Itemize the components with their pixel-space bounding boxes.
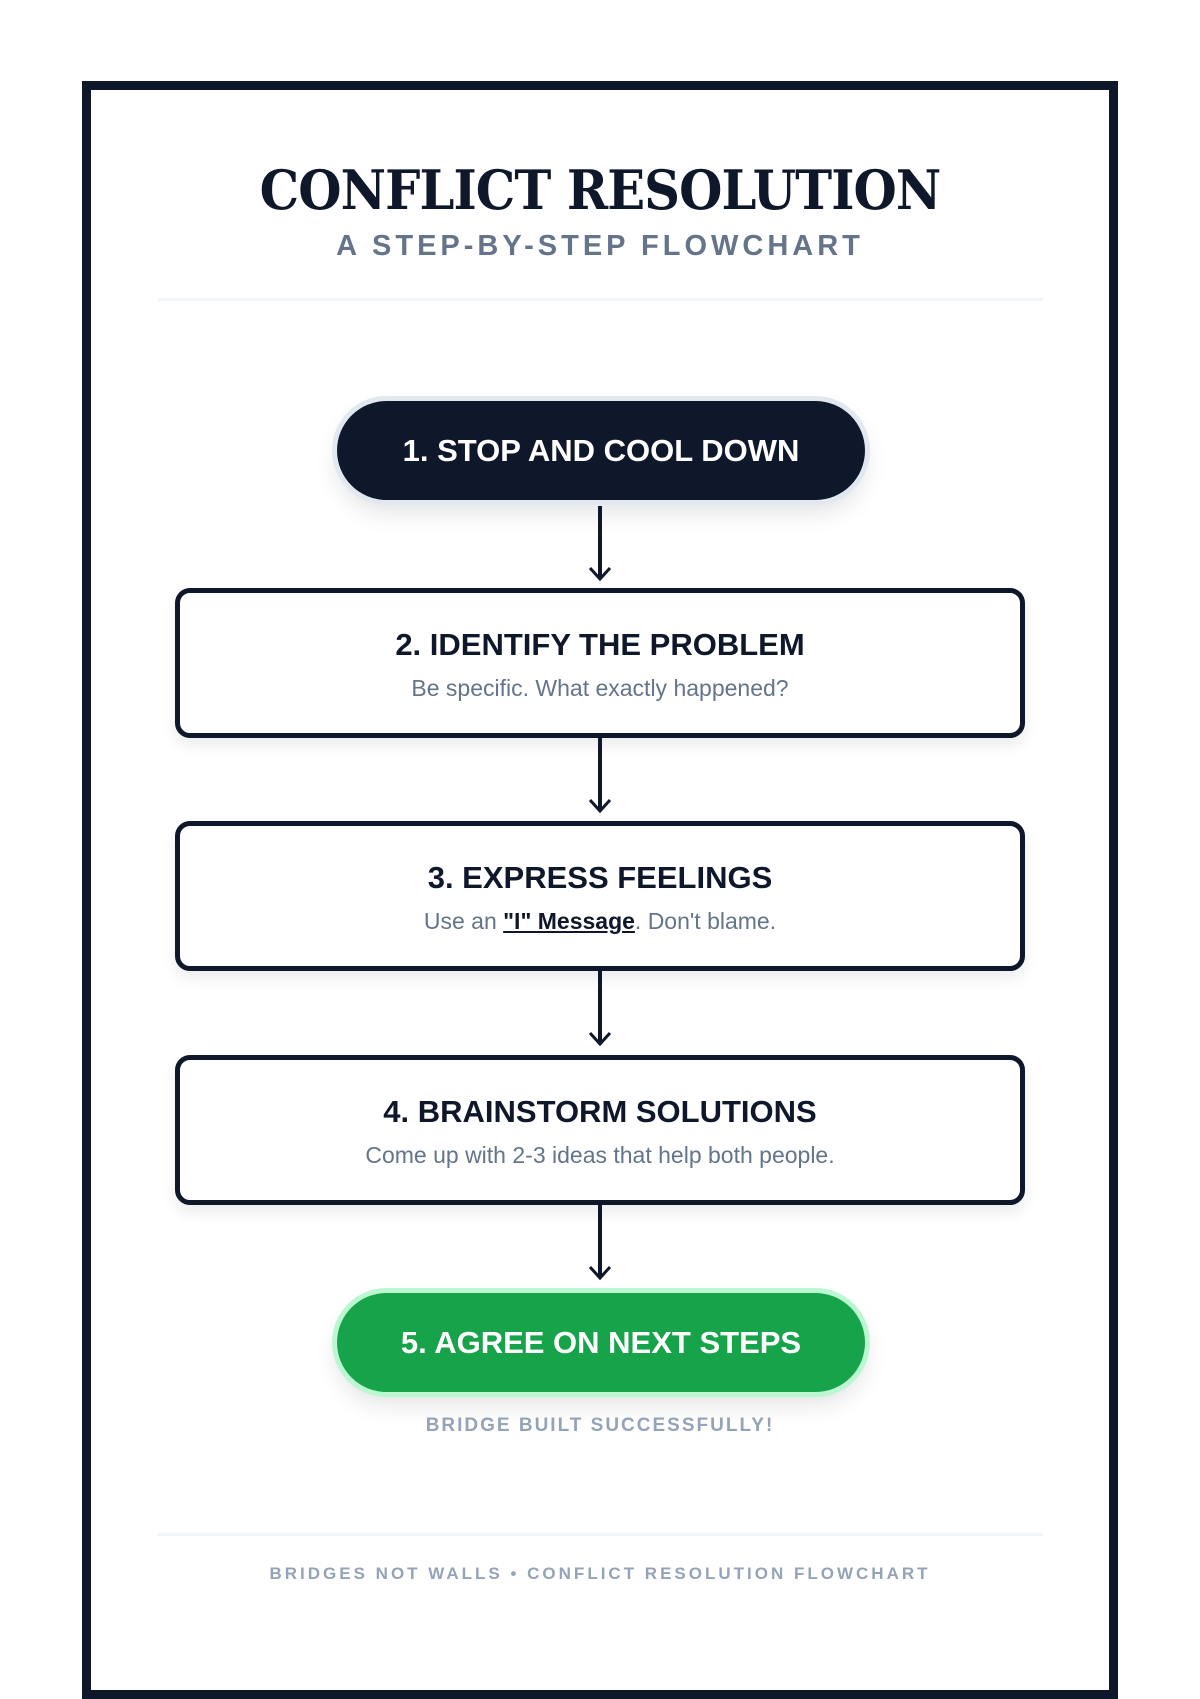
step-2-box: 2. IDENTIFY THE PROBLEM Be specific. Wha… (175, 588, 1025, 738)
footer-divider (158, 1533, 1043, 1536)
step-3-box: 3. EXPRESS FEELINGS Use an "I" Message. … (175, 821, 1025, 971)
step-3-desc: Use an "I" Message. Don't blame. (180, 908, 1020, 935)
step-3-desc-start: Use an (423, 908, 504, 934)
step-4-label: 4. BRAINSTORM SOLUTIONS (383, 1094, 817, 1129)
page-subtitle: A STEP-BY-STEP FLOWCHART (336, 230, 864, 262)
header-divider (158, 298, 1043, 301)
i-message-emphasis: "I" Message (503, 908, 635, 934)
success-caption: BRIDGE BUILT SUCCESSFULLY! (425, 1415, 775, 1436)
step-2-desc: Be specific. What exactly happened? (411, 675, 789, 701)
step-2-label: 2. IDENTIFY THE PROBLEM (395, 627, 805, 662)
arrow-down-icon (588, 1205, 612, 1281)
page-title: CONFLICT RESOLUTION (259, 158, 942, 222)
step-1-label: 1. STOP AND COOL DOWN (402, 432, 800, 468)
step-3-label: 3. EXPRESS FEELINGS (427, 860, 773, 895)
step-1-start: 1. STOP AND COOL DOWN (337, 401, 865, 500)
arrow-down-icon (588, 738, 612, 814)
arrow-down-icon (588, 971, 612, 1047)
step-5-label: 5. AGREE ON NEXT STEPS (400, 1324, 802, 1360)
step-3-desc-end: . Don't blame. (634, 908, 777, 934)
step-4-desc: Come up with 2-3 ideas that help both pe… (365, 1142, 835, 1168)
step-5-end: 5. AGREE ON NEXT STEPS (337, 1293, 865, 1392)
step-4-box: 4. BRAINSTORM SOLUTIONS Come up with 2-3… (175, 1055, 1025, 1205)
footer-text: BRIDGES NOT WALLS • CONFLICT RESOLUTION … (269, 1564, 931, 1583)
arrow-down-icon (588, 506, 612, 582)
